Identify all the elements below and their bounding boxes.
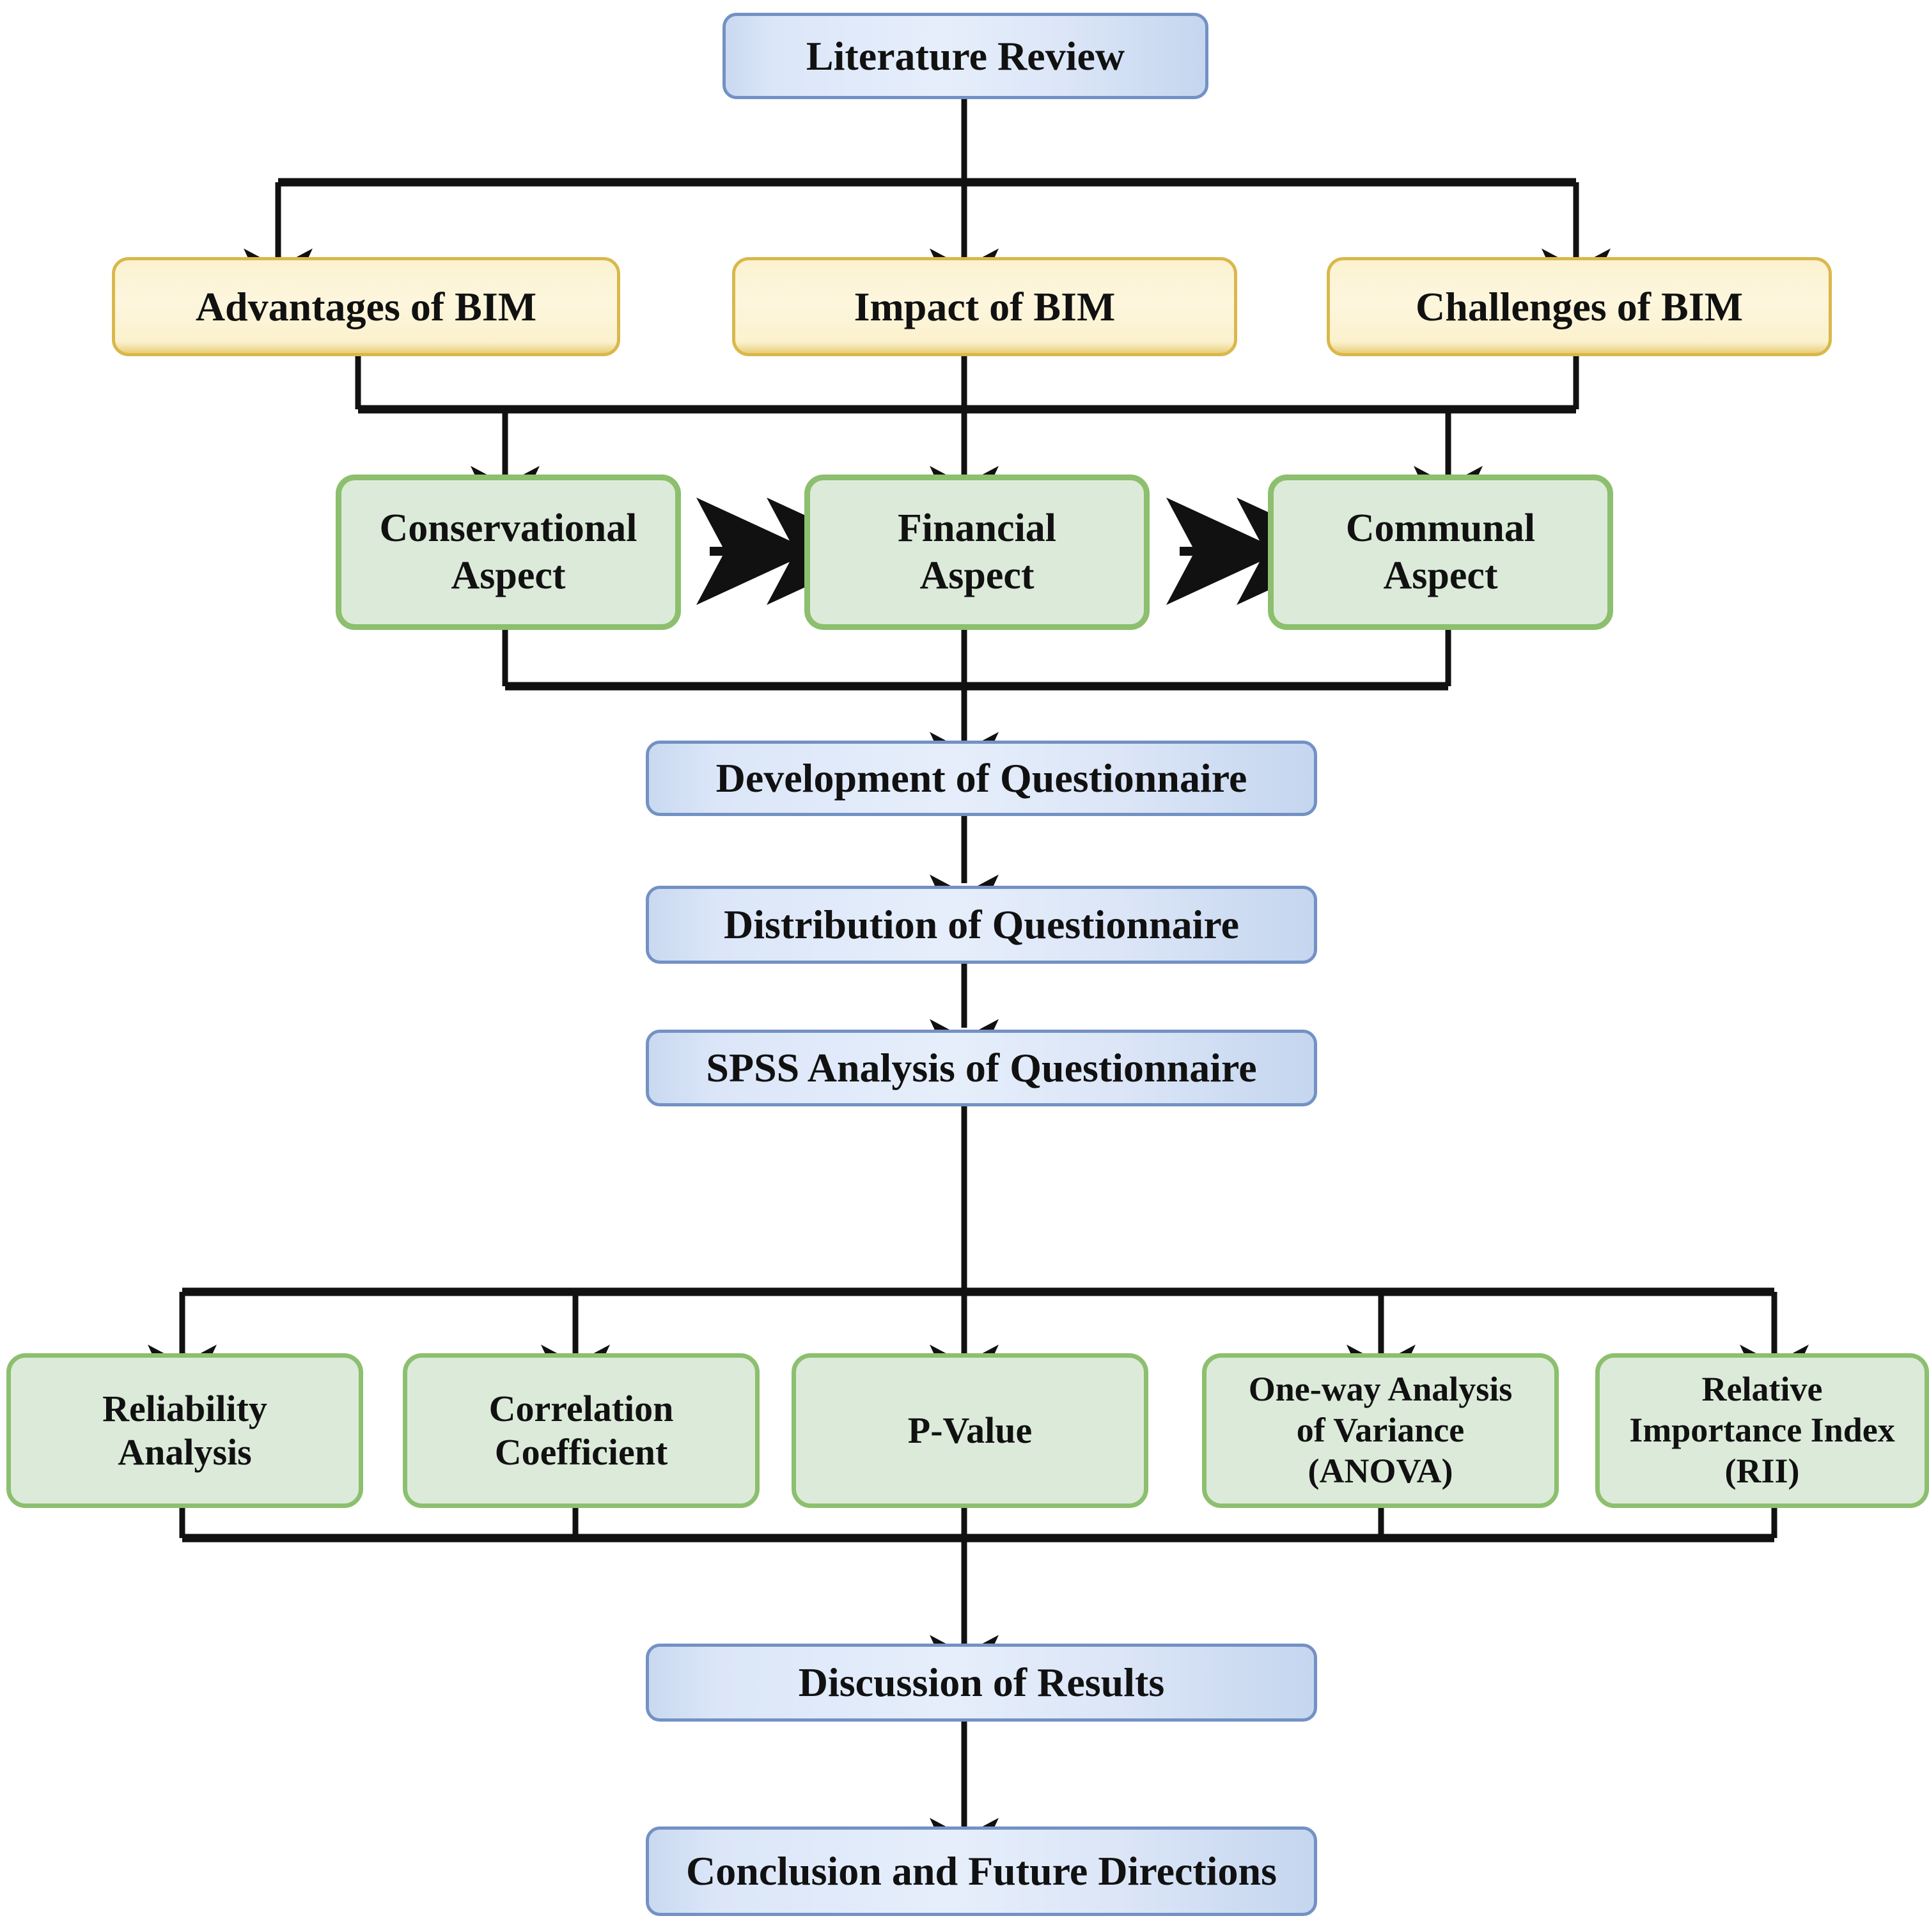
node-p-value[interactable]: P-Value — [792, 1353, 1148, 1508]
node-label: Financial Aspect — [810, 505, 1144, 599]
node-label-line: Relative — [1701, 1370, 1823, 1409]
node-spss-analysis[interactable]: SPSS Analysis of Questionnaire — [646, 1030, 1317, 1106]
node-label: Conservational Aspect — [341, 505, 675, 599]
node-label-line: Communal — [1345, 507, 1536, 551]
node-label: One-way Analysis of Variance (ANOVA) — [1207, 1369, 1554, 1491]
node-label: Distribution of Questionnaire — [724, 902, 1239, 948]
node-anova[interactable]: One-way Analysis of Variance (ANOVA) — [1202, 1353, 1559, 1508]
node-label-line: Coefficient — [494, 1431, 668, 1473]
node-label: Correlation Coefficient — [407, 1387, 755, 1475]
node-label-line: Aspect — [451, 553, 566, 597]
node-label-line: Importance Index — [1629, 1411, 1895, 1450]
node-label-line: (ANOVA) — [1308, 1451, 1453, 1490]
node-label-line: Aspect — [1383, 553, 1498, 597]
node-label: P-Value — [796, 1409, 1144, 1452]
node-challenges-of-bim[interactable]: Challenges of BIM — [1327, 257, 1832, 356]
node-label: Impact of BIM — [854, 283, 1116, 329]
node-rii[interactable]: Relative Importance Index (RII) — [1595, 1353, 1929, 1508]
node-reliability-analysis[interactable]: Reliability Analysis — [6, 1353, 363, 1508]
node-label: Literature Review — [806, 33, 1125, 79]
node-label-line: of Variance — [1296, 1411, 1465, 1450]
node-impact-of-bim[interactable]: Impact of BIM — [732, 257, 1237, 356]
node-label: Advantages of BIM — [195, 283, 537, 329]
node-label-line: (RII) — [1724, 1451, 1800, 1490]
node-label-line: One-way Analysis — [1248, 1370, 1513, 1409]
node-conclusion-and-future-directions[interactable]: Conclusion and Future Directions — [646, 1826, 1317, 1916]
node-label-line: Aspect — [919, 553, 1035, 597]
node-label: Reliability Analysis — [11, 1387, 359, 1475]
node-advantages-of-bim[interactable]: Advantages of BIM — [112, 257, 620, 356]
node-label: Development of Questionnaire — [715, 755, 1247, 801]
node-communal-aspect[interactable]: Communal Aspect — [1268, 475, 1613, 630]
node-label-line: Correlation — [488, 1387, 674, 1429]
node-label: Relative Importance Index (RII) — [1600, 1369, 1925, 1491]
node-label-line: P-Value — [907, 1409, 1033, 1451]
node-label: SPSS Analysis of Questionnaire — [706, 1045, 1257, 1091]
node-label-line: Conservational — [379, 507, 637, 551]
node-development-of-questionnaire[interactable]: Development of Questionnaire — [646, 741, 1317, 816]
node-correlation-coefficient[interactable]: Correlation Coefficient — [403, 1353, 760, 1508]
node-label-line: Reliability — [102, 1387, 267, 1429]
node-label-line: Analysis — [118, 1431, 252, 1473]
node-label: Conclusion and Future Directions — [686, 1848, 1277, 1894]
node-literature-review[interactable]: Literature Review — [722, 13, 1208, 99]
node-label: Discussion of Results — [798, 1660, 1165, 1706]
node-conservational-aspect[interactable]: Conservational Aspect — [336, 475, 681, 630]
node-label: Communal Aspect — [1274, 505, 1607, 599]
node-label: Challenges of BIM — [1416, 283, 1743, 329]
node-distribution-of-questionnaire[interactable]: Distribution of Questionnaire — [646, 886, 1317, 964]
node-label-line: Financial — [897, 507, 1057, 551]
node-financial-aspect[interactable]: Financial Aspect — [804, 475, 1150, 630]
node-discussion-of-results[interactable]: Discussion of Results — [646, 1644, 1317, 1722]
